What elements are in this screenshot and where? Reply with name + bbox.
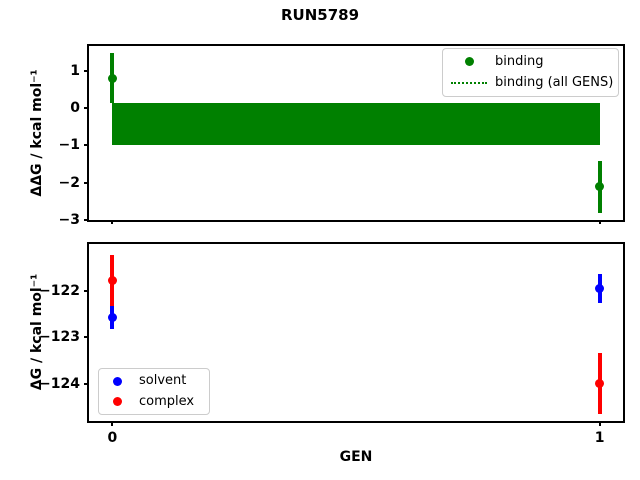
y-tick-label: −124 bbox=[39, 376, 80, 393]
legend-label-binding: binding bbox=[495, 53, 544, 69]
x-axis-label: GEN bbox=[339, 449, 373, 465]
axes-ddg bbox=[87, 44, 625, 222]
legend-entry-solvent: solvent bbox=[107, 371, 201, 392]
binding-all-gens-line-icon bbox=[451, 82, 487, 85]
binding-marker-icon bbox=[464, 57, 474, 67]
axes-dg bbox=[87, 242, 625, 423]
legend-phases: solvent complex bbox=[98, 368, 210, 415]
legend-entry-complex: complex bbox=[107, 392, 201, 413]
marker-binding-gen1 bbox=[595, 182, 605, 192]
legend-entry-binding: binding bbox=[451, 51, 610, 72]
legend-label-binding-all-gens: binding (all GENS) bbox=[495, 75, 614, 91]
y-tick bbox=[84, 336, 88, 339]
y-tick bbox=[84, 107, 88, 110]
solvent-marker-icon bbox=[112, 376, 122, 386]
y-tick bbox=[84, 144, 88, 147]
legend-binding: binding binding (all GENS) bbox=[442, 48, 619, 97]
y-tick bbox=[84, 383, 88, 386]
x-tick-label: 1 bbox=[594, 430, 605, 446]
y-tick bbox=[84, 219, 88, 221]
y-tick bbox=[84, 181, 88, 184]
marker-complex-gen1 bbox=[595, 378, 605, 388]
y-tick-label: −123 bbox=[39, 329, 80, 346]
x-tick bbox=[598, 422, 601, 426]
x-tick bbox=[111, 422, 114, 426]
y-tick bbox=[84, 289, 88, 292]
x-tick bbox=[598, 220, 601, 224]
marker-binding-gen0 bbox=[107, 73, 117, 83]
band-binding-all-gens bbox=[112, 103, 600, 145]
y-tick-label: −1 bbox=[58, 137, 80, 154]
marker-solvent-gen0 bbox=[107, 312, 117, 322]
y-tick-label: −122 bbox=[39, 282, 80, 299]
marker-solvent-gen1 bbox=[595, 283, 605, 293]
y-tick-label: 0 bbox=[70, 100, 80, 117]
figure-title: RUN5789 bbox=[280, 6, 360, 24]
legend-label-complex: complex bbox=[139, 393, 195, 409]
y-tick-label: −2 bbox=[58, 174, 80, 191]
y-tick bbox=[84, 69, 88, 72]
x-tick-label: 0 bbox=[107, 430, 118, 446]
x-tick bbox=[111, 220, 114, 224]
y-tick-label: 1 bbox=[70, 62, 80, 79]
legend-label-solvent: solvent bbox=[139, 373, 187, 389]
marker-complex-gen0 bbox=[107, 275, 117, 285]
complex-marker-icon bbox=[112, 397, 122, 407]
y-tick-label: −3 bbox=[58, 212, 80, 228]
legend-entry-binding-all-gens: binding (all GENS) bbox=[451, 73, 614, 94]
